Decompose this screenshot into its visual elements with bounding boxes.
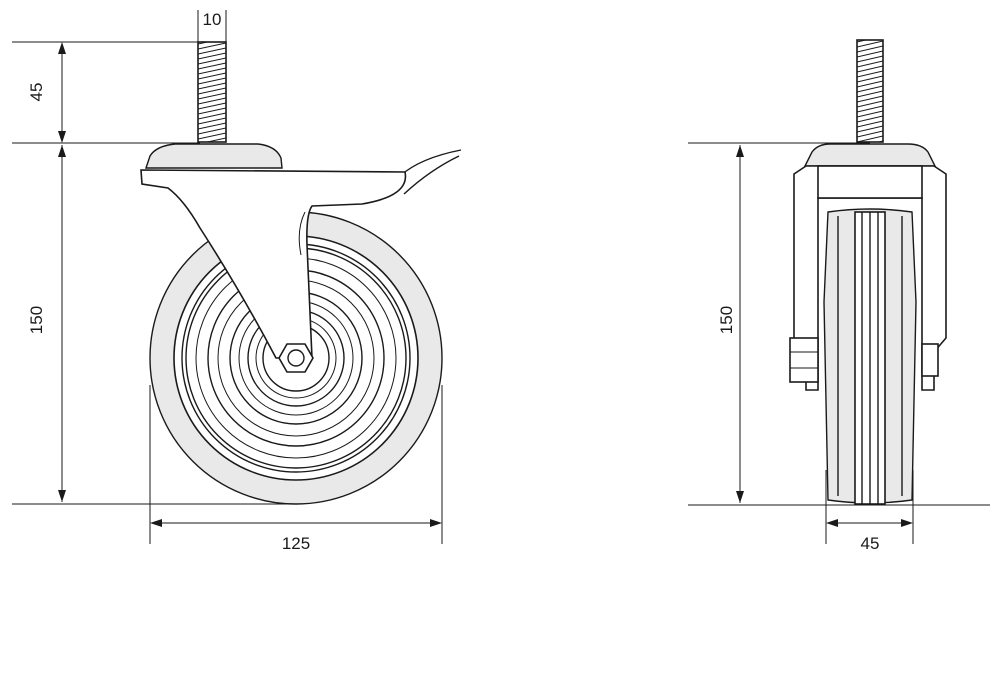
thread-line bbox=[198, 67, 226, 75]
thread-line bbox=[857, 65, 883, 73]
thread-line bbox=[198, 122, 226, 130]
thread-line bbox=[198, 57, 226, 65]
thread-line bbox=[198, 132, 226, 140]
thread-line bbox=[857, 120, 883, 128]
thread-line bbox=[857, 70, 883, 78]
thread-line bbox=[857, 105, 883, 113]
thread-line bbox=[857, 40, 883, 48]
front-view: 150 45 bbox=[688, 39, 990, 553]
thread-line bbox=[198, 112, 226, 120]
thread-line bbox=[857, 100, 883, 108]
thread-line bbox=[204, 137, 226, 142]
thread-line bbox=[857, 130, 883, 138]
dim-overall-height-side: 150 bbox=[27, 306, 46, 334]
thread-line bbox=[198, 72, 226, 80]
thread-line bbox=[198, 117, 226, 125]
thread-line bbox=[857, 60, 883, 68]
thread-line bbox=[857, 85, 883, 93]
thread-line bbox=[857, 115, 883, 123]
thread-line bbox=[198, 77, 226, 85]
thread-line bbox=[857, 80, 883, 88]
thread-line bbox=[198, 97, 226, 105]
dim-wheel-width: 45 bbox=[861, 534, 880, 553]
dim-stem-length: 45 bbox=[27, 83, 46, 102]
dim-stem-diameter: 10 bbox=[203, 10, 222, 29]
side-axle-nut bbox=[278, 343, 314, 373]
thread-line bbox=[857, 95, 883, 103]
thread-line bbox=[198, 42, 210, 45]
thread-line bbox=[857, 90, 883, 98]
side-view: 10 45 150 125 bbox=[12, 10, 462, 553]
thread-line bbox=[198, 42, 226, 50]
thread-line bbox=[857, 50, 883, 58]
thread-line bbox=[198, 102, 226, 110]
dim-overall-height-front: 150 bbox=[717, 306, 736, 334]
thread-line bbox=[857, 135, 883, 142]
thread-line bbox=[198, 87, 226, 95]
thread-line bbox=[198, 62, 226, 70]
thread-line bbox=[198, 92, 226, 100]
front-swivel-head bbox=[803, 143, 937, 167]
side-swivel-plate bbox=[145, 143, 283, 169]
thread-line bbox=[198, 82, 226, 90]
side-threaded-stem bbox=[197, 41, 227, 143]
thread-line bbox=[198, 52, 226, 60]
side-brake-lever bbox=[399, 149, 462, 195]
thread-line bbox=[857, 45, 883, 53]
thread-line bbox=[198, 127, 226, 135]
thread-line bbox=[198, 107, 226, 115]
thread-line bbox=[857, 110, 883, 118]
dim-wheel-diameter: 125 bbox=[282, 534, 310, 553]
thread-line bbox=[857, 75, 883, 83]
front-axle-end bbox=[921, 343, 939, 377]
side-fork bbox=[140, 169, 407, 359]
front-axle-nut bbox=[789, 337, 819, 383]
thread-line bbox=[857, 55, 883, 63]
front-threaded-stem bbox=[856, 39, 884, 143]
thread-line bbox=[857, 40, 868, 43]
thread-line bbox=[198, 47, 226, 55]
thread-line bbox=[857, 125, 883, 133]
front-wheel bbox=[823, 208, 917, 505]
